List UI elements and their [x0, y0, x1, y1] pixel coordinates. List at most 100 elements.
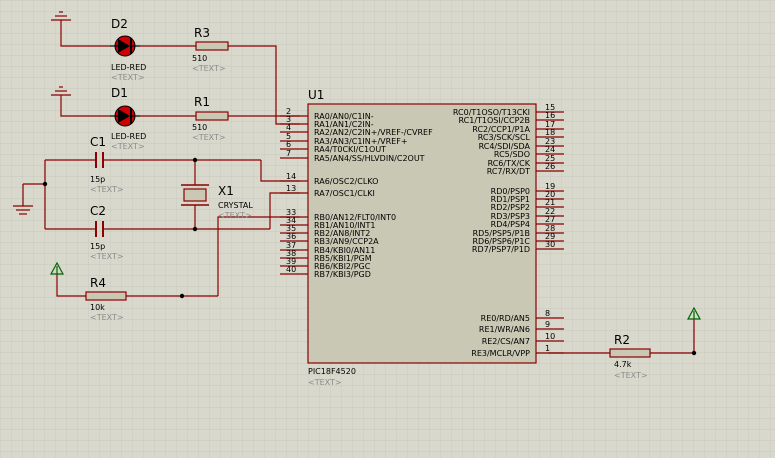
pin-number: 27 [545, 215, 555, 224]
d2-ref-label: D2 [111, 17, 128, 31]
capacitor-c2[interactable] [92, 221, 107, 237]
junction-dots [42, 157, 697, 356]
pin-name: RC3/SCK/SCL [478, 133, 531, 142]
pin-name: RC6/TX/CK [488, 159, 531, 168]
ground-symbol-top [51, 11, 71, 21]
pin-number: 4 [286, 123, 291, 132]
pin-number: 23 [545, 137, 555, 146]
pin-name: RD0/PSP0 [491, 187, 530, 196]
pin-number: 6 [286, 140, 291, 149]
power-arrow-left [49, 261, 65, 275]
chip-u1-body[interactable] [307, 103, 537, 364]
resistor-r2[interactable] [609, 348, 651, 358]
u1-value-label: PIC18F4520 [308, 367, 356, 376]
pin-name: RA4/T0CKI/C1OUT [314, 145, 386, 154]
pin-name: RC0/T1OSO/T13CKI [453, 108, 530, 117]
pin-number: 19 [545, 182, 555, 191]
pin-number: 28 [545, 224, 555, 233]
pin-number: 15 [545, 103, 555, 112]
u1-text-placeholder: <TEXT> [308, 378, 342, 387]
pin-name: RB5/KBI1/PGM [314, 254, 372, 263]
pin-number: 35 [286, 224, 296, 233]
pin-name: RA7/OSC1/CLKI [314, 189, 375, 198]
pin-number: 9 [545, 320, 550, 329]
pin-number: 26 [545, 162, 555, 171]
pin-number: 37 [286, 241, 296, 250]
pin-name: RC4/SDI/SDA [479, 142, 531, 151]
power-arrow-right [686, 306, 702, 320]
pin-number: 10 [545, 332, 555, 341]
pin-number: 7 [286, 149, 291, 158]
capacitor-c1[interactable] [92, 152, 107, 168]
crystal-x1[interactable] [181, 184, 209, 206]
resistor-r3[interactable] [195, 41, 229, 51]
c1-ref-label: C1 [90, 135, 106, 149]
pin-name: RE3/MCLR/VPP [471, 349, 530, 358]
r4-ref-label: R4 [90, 276, 106, 290]
pin-name: RE2/CS/AN7 [482, 337, 530, 346]
resistor-r1[interactable] [195, 111, 229, 121]
resistor-r4[interactable] [85, 291, 127, 301]
r3-text-placeholder: <TEXT> [192, 64, 226, 73]
x1-ref-label: X1 [218, 184, 234, 198]
led-d1[interactable] [110, 105, 140, 127]
u1-ref-label: U1 [308, 88, 324, 102]
pin-number: 36 [286, 232, 296, 241]
pin-number: 1 [545, 344, 550, 353]
pin-number: 29 [545, 232, 555, 241]
r3-value-label: 510 [192, 54, 207, 63]
c2-text-placeholder: <TEXT> [90, 252, 124, 261]
d1-value-label: LED-RED [111, 132, 146, 141]
r2-text-placeholder: <TEXT> [614, 371, 648, 380]
pin-number: 38 [286, 249, 296, 258]
pin-number: 33 [286, 208, 296, 217]
c2-value-label: 15p [90, 242, 105, 251]
wires [22, 20, 695, 354]
pin-name: RD6/PSP6/P1C [472, 237, 530, 246]
pin-number: 25 [545, 154, 555, 163]
pin-name: RA1/AN1/C2IN- [314, 120, 374, 129]
pin-name: RB4/KBI0/AN11 [314, 246, 375, 255]
pin-name: RA6/OSC2/CLKO [314, 177, 378, 186]
pin-number: 22 [545, 207, 555, 216]
led-d2[interactable] [110, 35, 140, 57]
pin-number: 40 [286, 265, 296, 274]
